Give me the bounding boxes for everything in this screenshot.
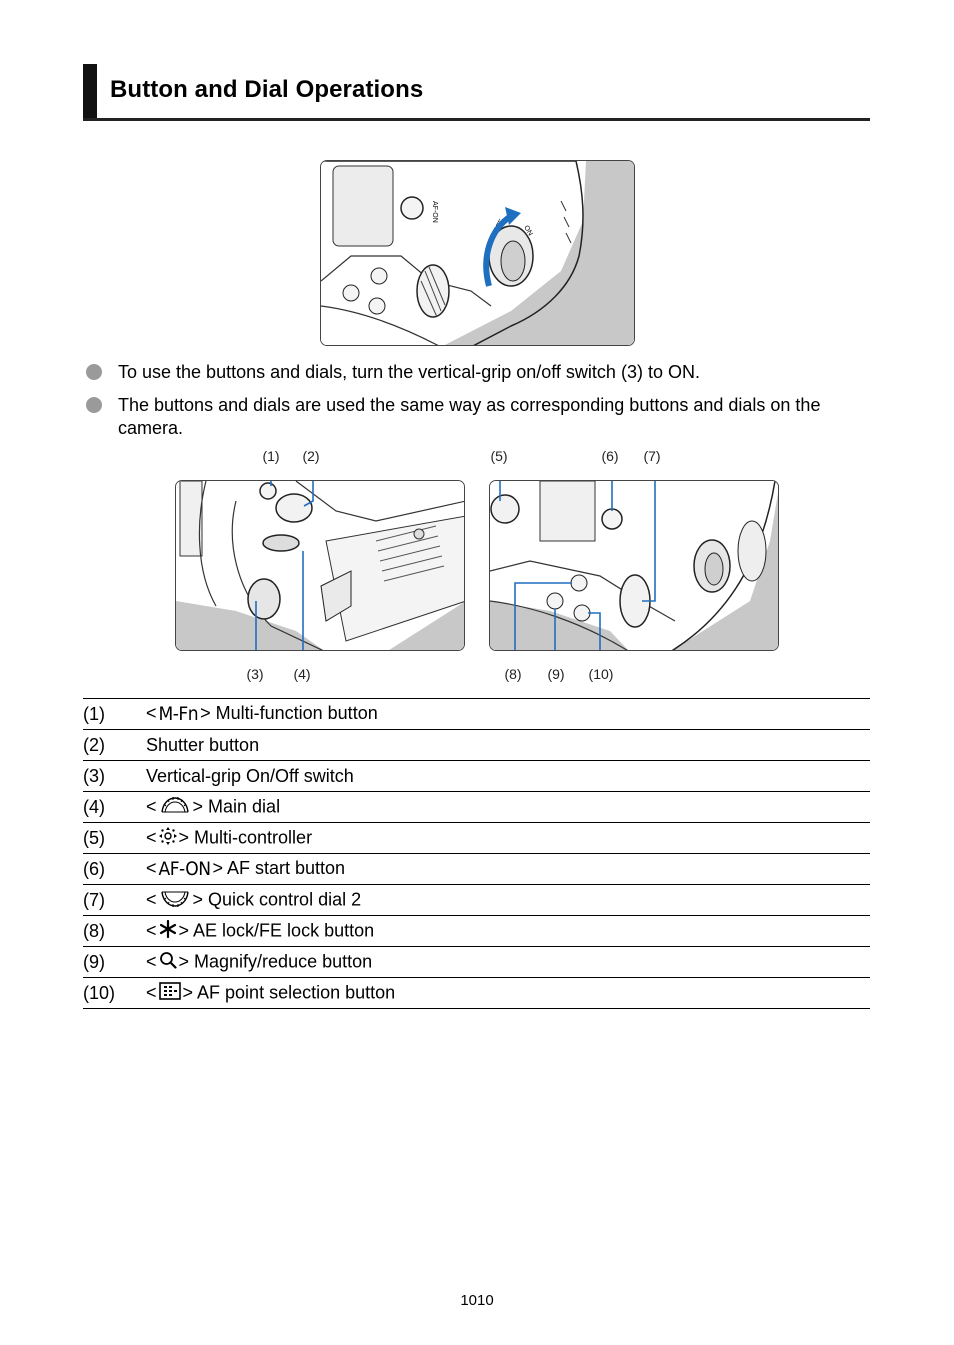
open-bracket: <	[146, 981, 157, 1002]
af-point-selection-icon	[158, 981, 181, 1005]
callout-label: (10)	[588, 666, 614, 682]
bullet-item: The buttons and dials are used the same …	[86, 394, 870, 440]
page-number: 1010	[460, 1292, 494, 1309]
part-description-cell: <M-Fn> Multi-function button	[146, 698, 870, 730]
bullet-text: To use the buttons and dials, turn the v…	[118, 362, 700, 382]
part-description-cell: < > Multi-controller	[146, 822, 870, 854]
part-number: (4)	[83, 791, 146, 823]
open-bracket: <	[146, 795, 157, 816]
table-row: (8)< > AE lock/FE lock button	[83, 915, 870, 947]
section-title-bar: Button and Dial Operations	[83, 64, 870, 121]
open-bracket: <	[146, 919, 157, 940]
table-row: (7)< > Quick control dial 2	[83, 884, 870, 916]
table-row: (2)Shutter button	[83, 729, 870, 761]
page-title: Button and Dial Operations	[110, 76, 424, 103]
callout-label: (8)	[504, 666, 522, 682]
table-row: (6)<AF-ON> AF start button	[83, 853, 870, 885]
callout-label: (6)	[601, 448, 619, 464]
bullet-text: The buttons and dials are used the same …	[118, 395, 821, 438]
open-bracket: <	[146, 826, 157, 847]
af-on-label: AF-ON	[431, 201, 438, 223]
af-on-icon: AF-ON	[158, 858, 211, 881]
part-number: (6)	[83, 853, 146, 885]
callout-label: (1)	[262, 448, 280, 464]
part-description-cell: <AF-ON> AF start button	[146, 853, 870, 885]
table-row: (1)<M-Fn> Multi-function button	[83, 698, 870, 730]
part-description-cell: < > Magnify/reduce button	[146, 946, 870, 978]
part-description-cell: < > AE lock/FE lock button	[146, 915, 870, 947]
part-description: > Multi-function button	[200, 702, 378, 723]
part-description: > AF point selection button	[182, 981, 396, 1002]
open-bracket: <	[146, 888, 157, 909]
part-number: (5)	[83, 822, 146, 854]
part-number: (10)	[83, 977, 146, 1009]
ae-lock-icon	[159, 919, 177, 943]
callout-label: (3)	[246, 666, 264, 682]
open-bracket: <	[146, 857, 157, 878]
multi-controller-icon	[158, 826, 177, 850]
table-row: (5)< > Multi-controller	[83, 822, 870, 854]
title-marker	[83, 64, 97, 118]
table-row: (4)< > Main dial	[83, 791, 870, 823]
part-description: > Quick control dial 2	[192, 888, 362, 909]
callout-label: (7)	[643, 448, 661, 464]
grip-back-photo	[489, 480, 779, 651]
m-fn-icon: M-Fn	[158, 703, 199, 726]
callout-label: (4)	[293, 666, 311, 682]
part-number: (2)	[83, 729, 146, 761]
part-description: > AF start button	[212, 857, 346, 878]
open-bracket: <	[146, 702, 157, 723]
part-number: (3)	[83, 760, 146, 792]
part-number: (1)	[83, 698, 146, 730]
part-description: Shutter button	[146, 734, 260, 755]
part-description-cell: < > Quick control dial 2	[146, 884, 870, 916]
part-description: > Magnify/reduce button	[178, 950, 373, 971]
part-description-cell: Vertical-grip On/Off switch	[146, 760, 870, 792]
main-dial-icon	[159, 795, 191, 820]
table-row: (10)< > AF point selection button	[83, 977, 870, 1009]
magnify-icon	[159, 951, 177, 974]
bullet-dot	[86, 397, 102, 413]
open-bracket: <	[146, 950, 157, 971]
part-description-cell: < > AF point selection button	[146, 977, 870, 1009]
part-description-cell: < > Main dial	[146, 791, 870, 823]
bullet-item: To use the buttons and dials, turn the v…	[86, 361, 870, 385]
bullet-dot	[86, 364, 102, 380]
vertical-grip-switch-photo: AF-ON OFF ON	[320, 160, 635, 346]
callout-label: (5)	[490, 448, 508, 464]
part-number: (9)	[83, 946, 146, 978]
quick-control-dial-2-icon	[159, 888, 191, 913]
table-row: (3)Vertical-grip On/Off switch	[83, 760, 870, 792]
part-number: (7)	[83, 884, 146, 916]
part-description: > AE lock/FE lock button	[178, 919, 375, 940]
grip-front-photo	[175, 480, 465, 651]
part-description-cell: Shutter button	[146, 729, 870, 761]
table-row: (9)< > Magnify/reduce button	[83, 946, 870, 978]
on-label: ON	[522, 225, 533, 238]
callout-label: (9)	[547, 666, 565, 682]
part-description: Vertical-grip On/Off switch	[146, 765, 354, 786]
part-description: > Multi-controller	[178, 826, 313, 847]
parts-table: (1)<M-Fn> Multi-function button(2)Shutte…	[83, 698, 870, 1009]
callout-label: (2)	[302, 448, 320, 464]
part-description: > Main dial	[192, 795, 281, 816]
part-number: (8)	[83, 915, 146, 947]
